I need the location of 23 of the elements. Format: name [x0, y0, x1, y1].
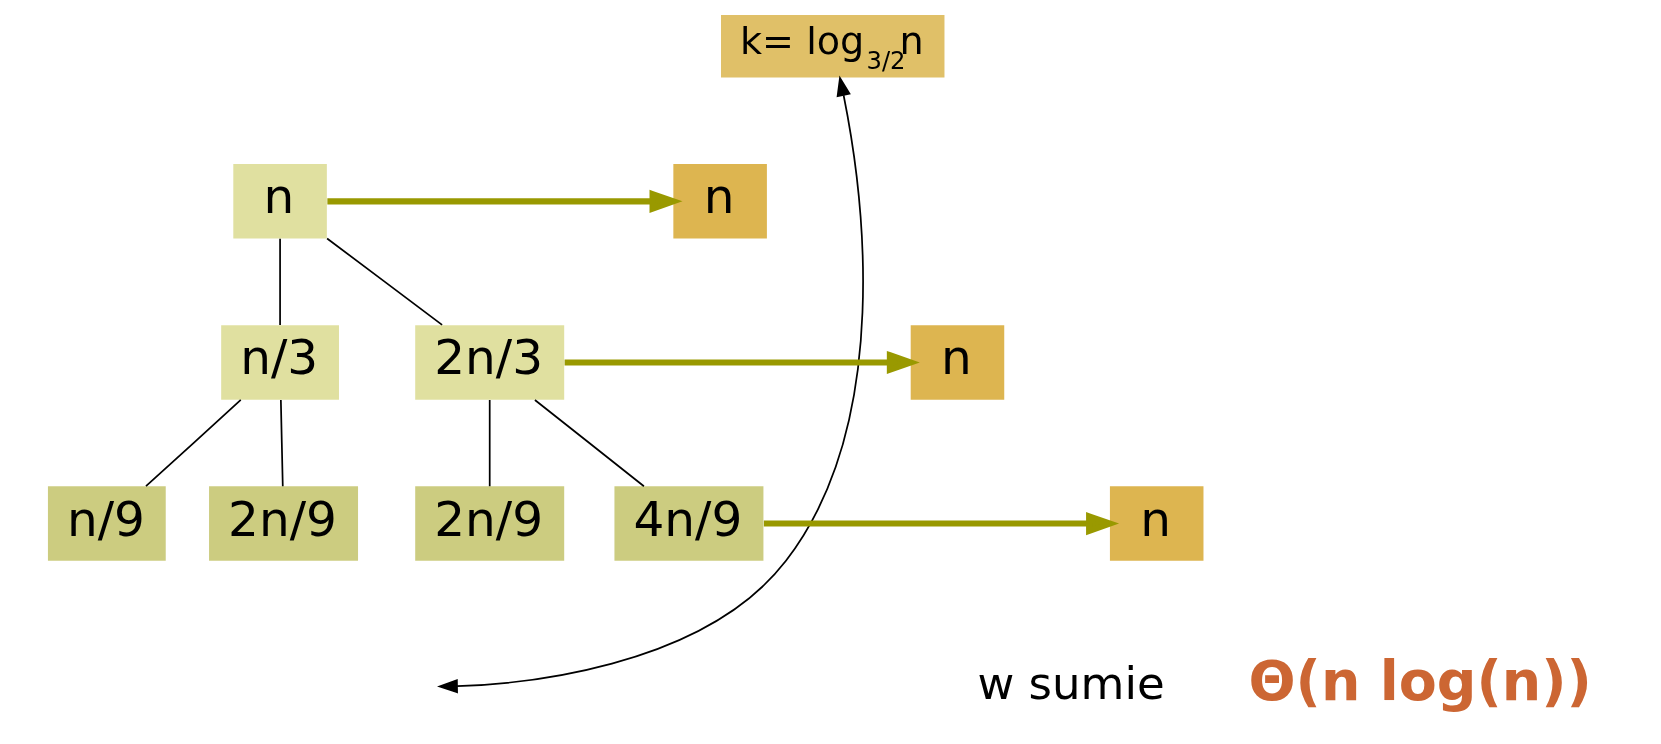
connector: [488, 399, 491, 488]
node-box: 2n/3: [414, 325, 564, 400]
node-box: n: [672, 164, 767, 239]
arrow: [564, 350, 920, 375]
arrow: [763, 512, 1119, 536]
node-box: n/3: [220, 325, 339, 400]
node-box: n/9: [47, 486, 166, 561]
connector: [278, 238, 281, 326]
node-box: 4n/9: [613, 486, 763, 561]
node-box: n: [1109, 486, 1203, 561]
node-box: n: [910, 325, 1004, 400]
label: w sumie: [976, 657, 1165, 711]
connector: [279, 399, 284, 488]
connector: [144, 399, 242, 488]
connector: [325, 237, 443, 326]
node-box: 2n/9: [414, 486, 564, 561]
label: Θ(n log(n)): [1248, 649, 1592, 714]
node-box: k= log$_{3/2}$n: [720, 15, 944, 78]
arrow: [436, 75, 864, 694]
connector: [533, 399, 645, 488]
node-box: 2n/9: [208, 486, 358, 561]
node-box: n: [232, 164, 327, 239]
arrow: [326, 189, 682, 213]
